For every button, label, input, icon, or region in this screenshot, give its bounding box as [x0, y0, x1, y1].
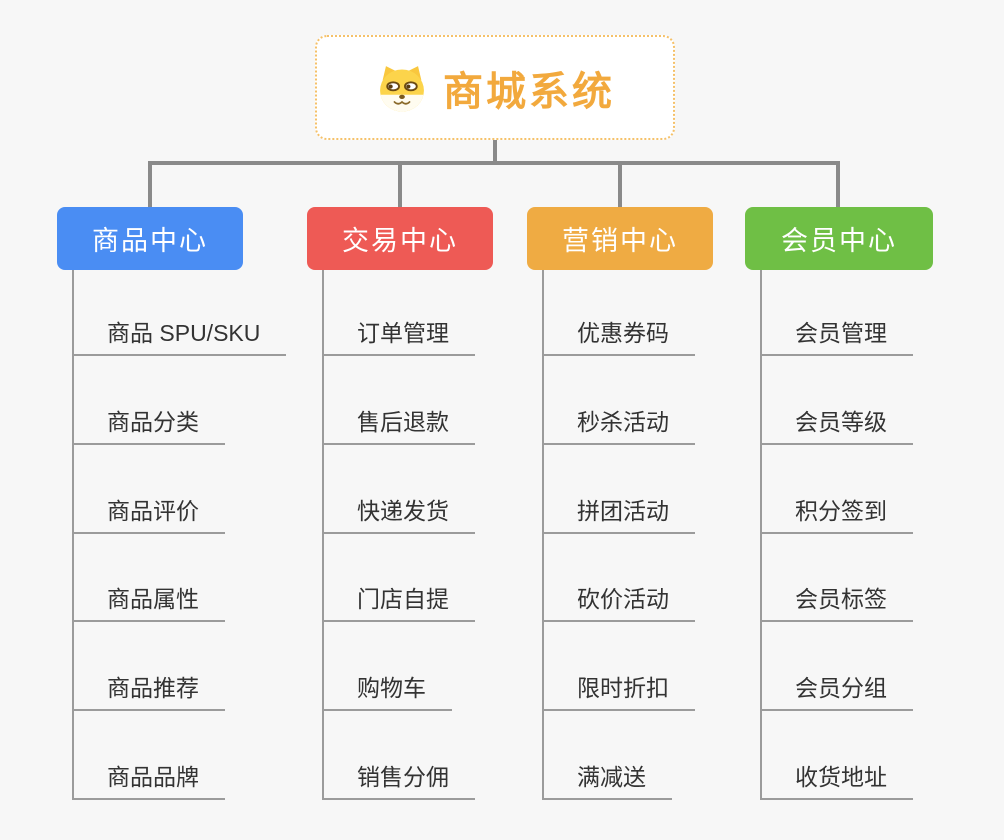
leaf-item[interactable]: 限时折扣 — [544, 667, 695, 711]
leaf-item[interactable]: 快递发货 — [324, 490, 475, 534]
leaf-item[interactable]: 积分签到 — [762, 490, 913, 534]
leaf-item[interactable]: 商品推荐 — [74, 667, 225, 711]
leaf-item[interactable]: 商品属性 — [74, 578, 225, 622]
leaf-item[interactable]: 商品品牌 — [74, 756, 225, 800]
leaf-item[interactable]: 收货地址 — [762, 756, 913, 800]
connector-drop-trade — [398, 165, 402, 207]
leaf-item[interactable]: 商品 SPU/SKU — [74, 312, 287, 356]
leaf-item[interactable]: 会员等级 — [762, 401, 913, 445]
leaf-item[interactable]: 会员管理 — [762, 312, 913, 356]
connector-drop-marketing — [618, 165, 622, 207]
leaf-item[interactable]: 会员分组 — [762, 667, 913, 711]
branch-header-product-center[interactable]: 商品中心 — [57, 207, 243, 270]
connector-drop-member — [836, 165, 840, 207]
leaf-item[interactable]: 购物车 — [324, 667, 452, 711]
connector-drop-product — [148, 165, 152, 207]
leaf-item[interactable]: 满减送 — [544, 756, 672, 800]
branch-header-marketing-center[interactable]: 营销中心 — [527, 207, 713, 270]
dog-face-icon — [380, 65, 424, 112]
branch-column-trade: 订单管理 售后退款 快递发货 门店自提 购物车 销售分佣 — [322, 270, 562, 800]
leaf-item[interactable]: 优惠券码 — [544, 312, 695, 356]
leaf-item[interactable]: 销售分佣 — [324, 756, 475, 800]
leaf-item[interactable]: 商品评价 — [74, 490, 225, 534]
root-node-mall-system[interactable]: 商城系统 — [315, 35, 675, 140]
leaf-item[interactable]: 门店自提 — [324, 578, 475, 622]
leaf-item[interactable]: 拼团活动 — [544, 490, 695, 534]
connector-root-stub — [493, 140, 497, 165]
leaf-item[interactable]: 砍价活动 — [544, 578, 695, 622]
leaf-item[interactable]: 商品分类 — [74, 401, 225, 445]
leaf-item[interactable]: 订单管理 — [324, 312, 475, 356]
leaf-item[interactable]: 会员标签 — [762, 578, 913, 622]
branch-header-member-center[interactable]: 会员中心 — [745, 207, 933, 270]
branch-column-marketing: 优惠券码 秒杀活动 拼团活动 砍价活动 限时折扣 满减送 — [542, 270, 782, 800]
leaf-item[interactable]: 秒杀活动 — [544, 401, 695, 445]
leaf-item[interactable]: 售后退款 — [324, 401, 475, 445]
branch-column-product: 商品 SPU/SKU 商品分类 商品评价 商品属性 商品推荐 商品品牌 — [72, 270, 312, 800]
branch-header-trade-center[interactable]: 交易中心 — [307, 207, 493, 270]
root-title: 商城系统 — [443, 69, 615, 114]
branch-column-member: 会员管理 会员等级 积分签到 会员标签 会员分组 收货地址 — [760, 270, 1000, 800]
connector-bus — [148, 161, 840, 165]
